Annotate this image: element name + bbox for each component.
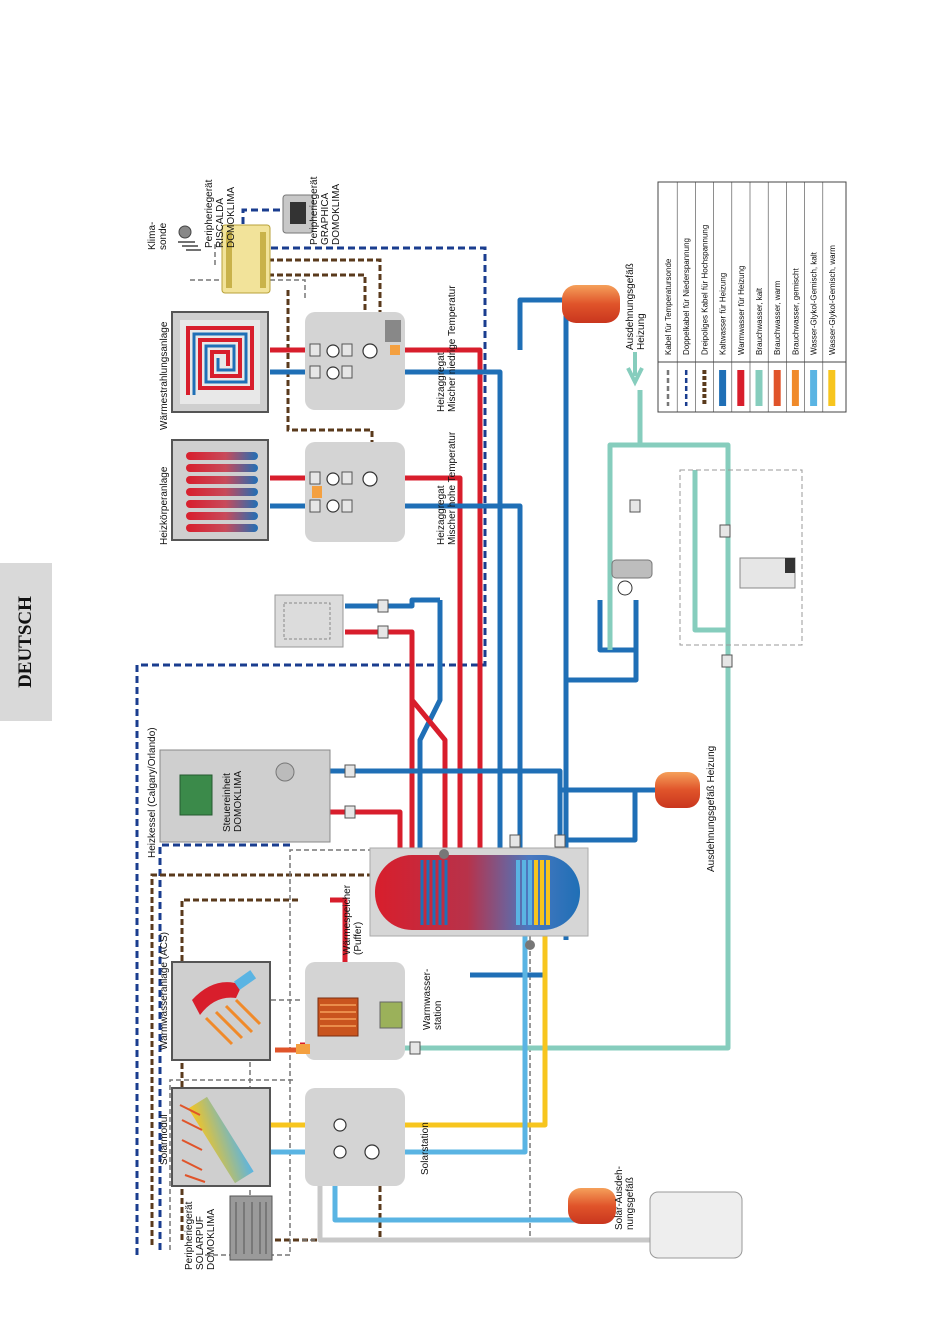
underfloor-loop-hot xyxy=(186,326,254,395)
legend-label: Dreipoliges Kabel für Hochspannung xyxy=(700,225,709,355)
mixer-low-temp-unit xyxy=(305,312,405,410)
dhw-shower-panel xyxy=(171,961,271,1061)
tap-group-box xyxy=(679,469,803,646)
sensor-cable xyxy=(190,279,306,300)
low-voltage-cable xyxy=(135,246,487,1255)
shower-head xyxy=(192,982,242,1015)
language-tab: DEUTSCH xyxy=(0,563,52,721)
direct-circuit-module xyxy=(274,594,344,648)
cold-pipe xyxy=(560,787,638,843)
orange-fittings xyxy=(296,345,400,1054)
label-steuereinheit: SteuereinheitDOMOKLIMA xyxy=(222,771,244,832)
legend-label: Doppelkabel für Niederspannung xyxy=(682,238,691,355)
mixer-gauge xyxy=(617,580,633,596)
mixer-low-temp-actuator xyxy=(385,320,401,342)
cold-pipe xyxy=(597,600,636,653)
label-solarstation: Solarstation xyxy=(420,1122,431,1175)
shower-handle xyxy=(233,970,257,990)
sensor-cable xyxy=(169,1079,296,1250)
heat-exchanger-lines xyxy=(320,1004,356,1027)
label-warmwasseranlage: Warmwasseranlage (ACS) xyxy=(159,932,170,1050)
shower-spray xyxy=(204,998,262,1046)
tap-fixture-head xyxy=(785,558,795,573)
tap-cold-pipe xyxy=(692,470,728,633)
hot-pipe xyxy=(330,809,403,850)
tap-cold-pipe xyxy=(355,442,731,1051)
boiler-pump xyxy=(275,762,295,782)
flow-arrow xyxy=(626,352,644,387)
legend-label: Warmwasser für Heizung xyxy=(737,265,746,355)
solarpuf-terminals xyxy=(235,1202,267,1254)
control-board xyxy=(179,774,213,816)
mixer-high-temp-unit xyxy=(305,442,405,542)
dhw-heat-exchanger xyxy=(317,997,359,1037)
label-heizkessel: Heizkessel (Calgary/Orlando) xyxy=(147,727,158,858)
legend-label: Kaltwasser für Heizung xyxy=(719,273,728,355)
cold-pipe xyxy=(345,597,440,609)
dhw-controller xyxy=(379,1001,403,1029)
sun-rays xyxy=(179,1104,206,1183)
legend-label: Wasser-Glykol-Gemisch, kalt xyxy=(810,251,819,355)
solar-station xyxy=(305,1088,405,1186)
radiator-fins xyxy=(186,452,258,532)
label-solarpuf: PeripheriegerätSOLARPUFDOMOKLIMA xyxy=(184,1201,217,1270)
valves xyxy=(309,343,733,1055)
legend-label: Wasser-Glykol-Gemisch, warm xyxy=(828,245,837,355)
climate-sensor xyxy=(178,225,201,251)
tank-sensor xyxy=(439,849,449,859)
riscalda-device xyxy=(221,224,271,294)
legend-label: Brauchwasser, kalt xyxy=(755,287,764,355)
gauges xyxy=(326,343,380,1160)
hot-pipe xyxy=(410,698,448,850)
solar-storage-tank xyxy=(649,1191,743,1259)
legend-label: Brauchwasser, gemischt xyxy=(791,268,800,355)
legend-label: Brauchwasser, warm xyxy=(773,280,782,355)
legend-label: Kabel für Temperatursonde xyxy=(664,258,673,355)
thermostatic-mixer xyxy=(611,559,653,579)
cold-pipe xyxy=(470,935,548,978)
high-voltage-cable xyxy=(180,898,300,1240)
legend: Kabel für Temperatursonde Doppelkabel für… xyxy=(657,181,847,413)
label-solarmodul: Solarmodul xyxy=(159,1114,170,1165)
label-waermestrahlung: Wärmestrahlungsanlage xyxy=(159,321,170,430)
hot-pipe xyxy=(345,629,415,850)
underfloor-loop-cold xyxy=(192,332,248,395)
label-graphica: PeripheriegerätGRAPHICADOMOKLIMA xyxy=(309,176,342,245)
high-voltage-cable xyxy=(268,258,382,330)
buffer-tank-coils xyxy=(420,860,550,925)
label-heizkoerper: Heizkörperanlage xyxy=(159,466,170,545)
label-warmwasserstation: Warmwasser-station xyxy=(422,969,444,1030)
high-voltage-cable xyxy=(268,273,367,345)
sensor-cable xyxy=(214,244,230,265)
cold-pipe xyxy=(330,768,563,850)
label-ausdehnung-heizung-unten: Ausdehnungsgefäß Heizung xyxy=(706,746,717,872)
label-klimasonde: Klima-sonde xyxy=(147,222,169,250)
riscalda-terminals xyxy=(226,232,266,288)
solar-collector xyxy=(188,1096,254,1184)
cold-pipe xyxy=(517,297,566,350)
cold-pipe xyxy=(566,600,639,683)
labels: Klima-sonde PeripheriegerätRISCALDADOMOK… xyxy=(147,176,717,1270)
solarpuf-device xyxy=(229,1195,273,1261)
label-riscalda: PeripheriegerätRISCALDADOMOKLIMA xyxy=(204,179,237,248)
label-heizaggregat-niedrig: HeizaggregatMischer niedrige Temperatur xyxy=(436,285,458,412)
direct-circuit-inner xyxy=(283,602,331,640)
tank-sensor-lower xyxy=(525,940,535,950)
low-voltage-cable xyxy=(158,843,290,1250)
high-voltage-cable xyxy=(150,873,380,1245)
low-voltage-cable xyxy=(241,208,283,235)
graphica-screen xyxy=(290,202,306,224)
expansion-vessel-heating-top xyxy=(562,285,620,323)
expansion-vessel-solar xyxy=(568,1188,616,1224)
label-waermespeicher: Wärmespeicher(Puffer) xyxy=(342,884,364,955)
label-ausdehnung-heizung-oben: AusdehnungsgefäßHeizung xyxy=(625,263,647,350)
glycol-cold-pipe xyxy=(317,1170,650,1243)
label-solar-ausdehnung: Solar-Ausdeh-nungsgefäß xyxy=(614,1166,636,1230)
expansion-vessel-heating-bottom xyxy=(655,772,700,808)
glycol-cold-pipe xyxy=(332,1175,580,1223)
label-heizaggregat-hoch: HeizaggregatMischer hohe Temperatur xyxy=(436,431,458,545)
